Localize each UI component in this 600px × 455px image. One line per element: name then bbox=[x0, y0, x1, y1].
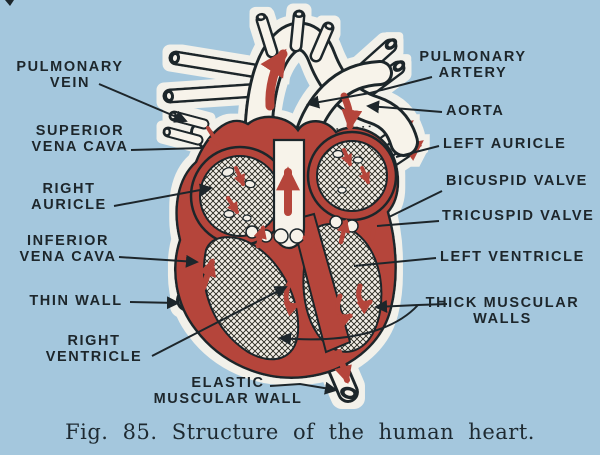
label-bicuspid-valve: BICUSPID VALVE bbox=[446, 173, 588, 190]
label-line: LEFT VENTRICLE bbox=[440, 249, 585, 265]
pointer-thin-wall bbox=[129, 296, 180, 310]
label-line: PULMONARY bbox=[16, 59, 124, 75]
label-inferior-vena-cava: INFERIOR VENA CAVA bbox=[14, 233, 122, 265]
label-right-ventricle: RIGHT VENTRICLE bbox=[40, 333, 148, 365]
heart-illustration bbox=[162, 9, 424, 403]
pointer-pulmonary-artery bbox=[306, 76, 433, 109]
pointer-thick-muscular-walls-b bbox=[278, 304, 419, 346]
figure-caption: Fig. 85. Structure of the human heart. bbox=[65, 420, 535, 444]
label-line: VENA CAVA bbox=[19, 248, 117, 265]
pointer-elastic-muscular-wall bbox=[269, 381, 338, 395]
label-line: LEFT AURICLE bbox=[443, 136, 567, 152]
label-line: VEIN bbox=[49, 74, 91, 91]
label-pulmonary-artery: PULMONARY ARTERY bbox=[418, 49, 528, 81]
pointer-right-ventricle bbox=[151, 286, 288, 357]
label-line: THIN WALL bbox=[29, 293, 123, 309]
right-ventricle-chamber bbox=[202, 236, 300, 361]
pointer-left-ventricle bbox=[353, 257, 437, 267]
blood-flow-arrows bbox=[198, 48, 381, 385]
label-line: SUPERIOR bbox=[35, 123, 125, 139]
pointer-left-auricle bbox=[395, 145, 440, 158]
label-line: INFERIOR bbox=[26, 233, 110, 249]
label-line: THICK MUSCULAR bbox=[425, 295, 580, 311]
label-thin-wall: THIN WALL bbox=[24, 293, 128, 310]
pointer-superior-vena-cava bbox=[130, 147, 204, 151]
pointer-tricuspid-valve bbox=[376, 220, 440, 227]
label-line: VENA CAVA bbox=[31, 138, 129, 155]
label-right-auricle: RIGHT AURICLE bbox=[24, 181, 114, 213]
pointer-right-auricle bbox=[113, 183, 213, 207]
label-line: ARTERY bbox=[438, 64, 508, 81]
left-pulmonary-tubes bbox=[162, 50, 270, 104]
label-superior-vena-cava: SUPERIOR VENA CAVA bbox=[26, 123, 134, 155]
label-line: BICUSPID VALVE bbox=[446, 173, 588, 189]
label-line: TRICUSPID VALVE bbox=[442, 208, 595, 224]
label-pulmonary-vein: PULMONARY VEIN bbox=[14, 59, 126, 91]
pointer-bicuspid-valve bbox=[388, 190, 443, 218]
label-line: MUSCULAR WALL bbox=[153, 390, 303, 407]
left-auricle-chamber bbox=[306, 130, 398, 222]
auricle-openings bbox=[221, 149, 364, 222]
plate-corner-mark bbox=[5, 0, 14, 6]
label-line: AORTA bbox=[446, 103, 505, 119]
pointer-thick-muscular-walls-a bbox=[374, 299, 419, 313]
label-aorta: AORTA bbox=[446, 103, 505, 120]
leader-lines bbox=[98, 76, 448, 395]
label-thick-muscular-walls: THICK MUSCULAR WALLS bbox=[420, 295, 585, 327]
right-auricle-chamber bbox=[189, 145, 291, 247]
label-line: VENTRICLE bbox=[45, 348, 143, 365]
label-left-ventricle: LEFT VENTRICLE bbox=[440, 249, 585, 266]
pointer-aorta bbox=[366, 100, 443, 114]
label-line: WALLS bbox=[473, 310, 532, 327]
label-line: ELASTIC bbox=[191, 375, 265, 391]
pointer-pulmonary-vein bbox=[98, 83, 188, 123]
label-left-auricle: LEFT AURICLE bbox=[443, 136, 567, 153]
label-tricuspid-valve: TRICUSPID VALVE bbox=[442, 208, 595, 225]
label-line: RIGHT bbox=[42, 181, 96, 197]
label-line: AURICLE bbox=[31, 196, 107, 213]
label-elastic-muscular-wall: ELASTIC MUSCULAR WALL bbox=[152, 375, 304, 407]
label-line: PULMONARY bbox=[419, 49, 527, 65]
pointer-thick-muscular-walls-stem bbox=[417, 303, 448, 306]
pointer-inferior-vena-cava bbox=[118, 254, 199, 268]
label-line: RIGHT bbox=[67, 333, 121, 349]
